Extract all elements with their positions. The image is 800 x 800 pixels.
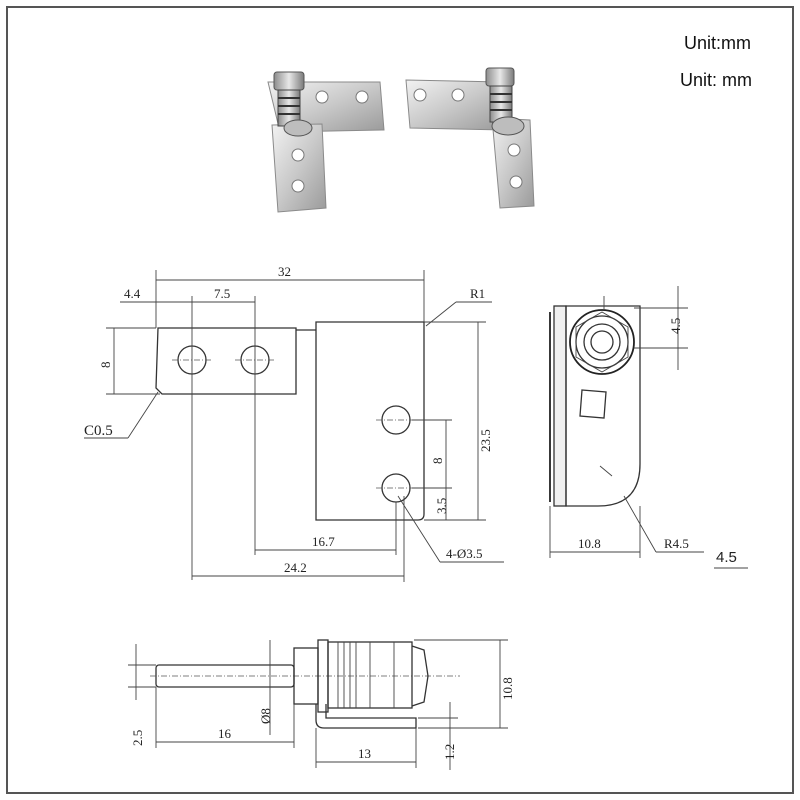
dim-16-7: 16.7: [312, 534, 335, 549]
dim-top-16: 16: [218, 726, 232, 741]
dim-23-5: 23.5: [478, 429, 493, 452]
dim-4-4: 4.4: [124, 286, 141, 301]
dim-r1: R1: [470, 286, 485, 301]
dim-8-vertical: 8: [430, 458, 445, 465]
dim-side-4-5: 4.5: [668, 318, 683, 334]
top-view: 2.5 16 Ø8 13 1.2 10.8: [128, 639, 515, 770]
dim-7-5: 7.5: [214, 286, 230, 301]
dim-32: 32: [278, 264, 291, 279]
dim-side-r4-5: R4.5: [664, 536, 689, 551]
unit-label-2: Unit: mm: [680, 70, 752, 90]
dim-top-10-8: 10.8: [500, 677, 515, 700]
dim-c0-5: C0.5: [84, 423, 113, 439]
front-view: 32 4.4 7.5 8 C0.5 R1 23.5 8 3.5: [84, 264, 504, 582]
hinge-photo-left: [267, 71, 385, 213]
dim-top-dia: Ø8: [258, 708, 273, 724]
dim-24-2: 24.2: [284, 560, 307, 575]
dim-3-5: 3.5: [434, 498, 449, 514]
dim-holes: 4-Ø3.5: [446, 546, 482, 561]
dim-top-13: 13: [358, 746, 371, 761]
dim-top-2-5: 2.5: [130, 730, 145, 746]
side-view: 4.5 10.8 R4.5 4.5: [549, 286, 748, 569]
drawing-frame: [6, 6, 794, 794]
unit-label-1: Unit:mm: [684, 33, 751, 53]
dim-side-10-8: 10.8: [578, 536, 601, 551]
dim-top-1-2: 1.2: [442, 744, 457, 760]
dim-8-arm: 8: [98, 362, 113, 369]
dim-side-note: 4.5: [716, 549, 737, 566]
hinge-photo-right: [405, 67, 535, 209]
